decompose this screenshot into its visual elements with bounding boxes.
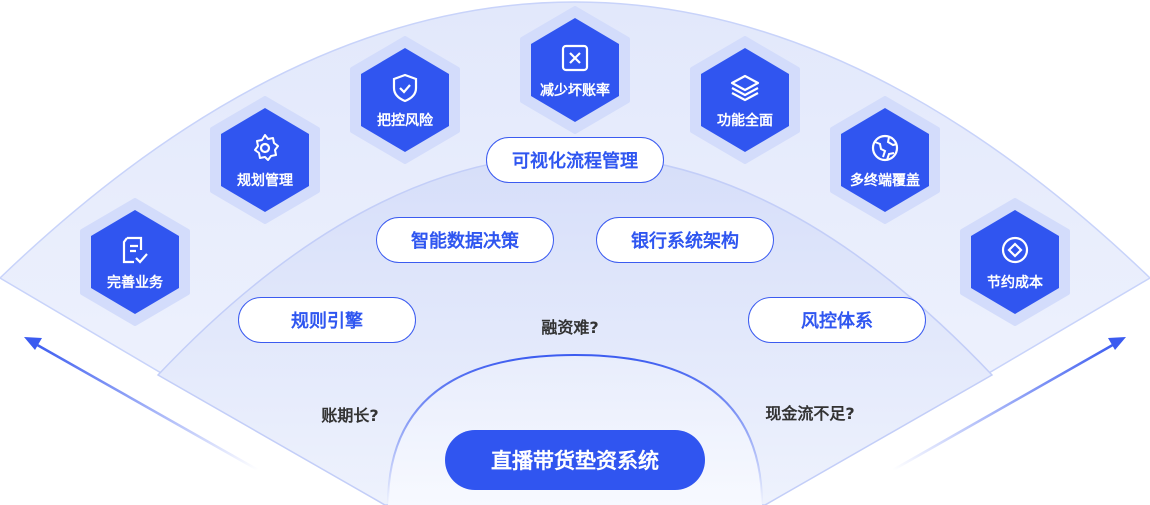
capability-pill: 规则引擎: [238, 297, 416, 343]
document-check-icon: [122, 236, 148, 264]
feature-label: 完善业务: [107, 275, 163, 291]
feature-hexagon: 多终端覆盖: [829, 96, 941, 224]
gear-icon: [254, 134, 279, 161]
feature-hexagon: 节约成本: [959, 198, 1071, 326]
feature-label: 把控风险: [377, 113, 433, 129]
capability-pill: 银行系统架构: [596, 217, 774, 263]
feature-hexagon: 完善业务: [79, 198, 191, 326]
coin-icon: [1001, 236, 1029, 264]
feature-label: 规划管理: [237, 173, 293, 189]
feature-hexagon: 减少坏账率: [519, 6, 631, 134]
feature-hexagon: 规划管理: [209, 96, 321, 224]
capability-pill: 可视化流程管理: [486, 137, 664, 183]
problem-label: 账期长?: [321, 406, 379, 425]
capability-pill: 风控体系: [748, 297, 926, 343]
feature-hexagon: 把控风险: [349, 36, 461, 164]
problem-label: 现金流不足?: [765, 404, 855, 423]
close-box-icon: [561, 44, 589, 72]
feature-label: 多终端覆盖: [850, 173, 920, 189]
hexagon-shape: [210, 96, 320, 224]
right-arrow: [892, 337, 1126, 472]
feature-label: 功能全面: [717, 113, 773, 129]
layers-icon: [730, 74, 760, 102]
left-arrow: [24, 337, 259, 472]
globe-icon: [871, 134, 899, 162]
feature-label: 减少坏账率: [540, 83, 610, 99]
hexagon-shape: [80, 198, 190, 326]
capability-pill: 智能数据决策: [376, 217, 554, 263]
problem-label: 融资难?: [541, 318, 599, 337]
feature-label: 节约成本: [987, 275, 1043, 291]
feature-hexagon: 功能全面: [689, 36, 801, 164]
shield-check-icon: [392, 73, 418, 103]
system-button[interactable]: 直播带货垫资系统: [445, 430, 705, 490]
